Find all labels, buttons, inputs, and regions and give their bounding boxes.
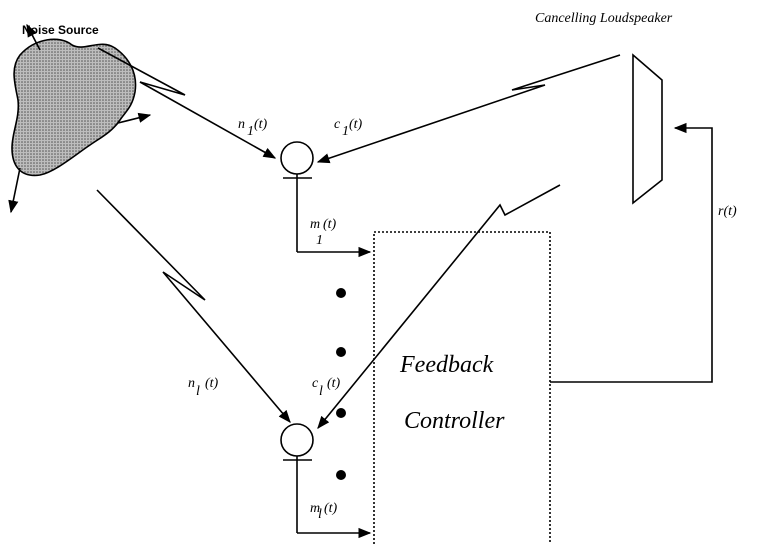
c1-sub: 1 xyxy=(342,124,349,139)
ml-label: m xyxy=(310,501,320,516)
microphone-l xyxy=(280,423,372,539)
loudspeaker: Cancelling Loudspeaker xyxy=(535,11,673,205)
speaker-path-to-mic1 xyxy=(316,54,621,164)
label-c1: c 1 (t) xyxy=(334,117,363,139)
cl-sub: l xyxy=(319,384,323,399)
noise-arrow-right xyxy=(117,112,152,124)
loudspeaker-label: Cancelling Loudspeaker xyxy=(535,11,673,26)
cl-t: (t) xyxy=(327,376,341,391)
label-m1: m 1 (t) xyxy=(310,217,337,248)
noise-path-to-mic-l xyxy=(96,189,291,423)
dot xyxy=(336,288,346,298)
ellipsis-dots xyxy=(336,288,346,480)
dot xyxy=(336,347,346,357)
c1-t: (t) xyxy=(349,117,363,132)
noise-arrow-up xyxy=(26,23,41,51)
n1-label: n xyxy=(238,117,245,132)
speaker-path-to-mic-l xyxy=(317,184,561,429)
dot xyxy=(336,408,346,418)
microphone-icon xyxy=(280,423,314,457)
noise-source-label: Noise Source xyxy=(22,23,99,37)
cl-label: c xyxy=(312,376,319,391)
noise-source: Noise Source xyxy=(8,23,152,214)
controller-label-line1: Feedback xyxy=(399,352,494,378)
ml-sub: l xyxy=(318,507,322,522)
r-signal-line xyxy=(550,122,713,383)
nl-label: n xyxy=(188,376,195,391)
m1-sub: 1 xyxy=(316,233,323,248)
noise-path-to-mic1 xyxy=(139,81,277,159)
microphone-icon xyxy=(280,141,314,175)
feedback-controller: Feedback Controller xyxy=(373,231,551,544)
loudspeaker-icon xyxy=(632,53,663,205)
noise-arrow-down xyxy=(8,167,21,214)
dot xyxy=(336,470,346,480)
nl-t: (t) xyxy=(205,376,219,391)
m1-t: (t) xyxy=(323,217,337,232)
n1-sub: 1 xyxy=(247,124,254,139)
label-n1: n 1 (t) xyxy=(238,117,268,139)
label-cl: c l (t) xyxy=(312,376,341,399)
controller-label-line2: Controller xyxy=(404,408,505,434)
c1-label: c xyxy=(334,117,341,132)
m1-label: m xyxy=(310,217,320,232)
microphone-1 xyxy=(280,141,372,258)
noise-source-blob xyxy=(11,38,137,177)
r-label: r(t) xyxy=(718,204,737,219)
ml-t: (t) xyxy=(324,501,338,516)
label-nl: n l (t) xyxy=(188,376,219,399)
nl-sub: l xyxy=(196,384,200,399)
n1-t: (t) xyxy=(254,117,268,132)
controller-box xyxy=(373,231,551,544)
label-ml: m l (t) xyxy=(310,501,338,522)
noise-zigzag-top xyxy=(97,47,186,96)
